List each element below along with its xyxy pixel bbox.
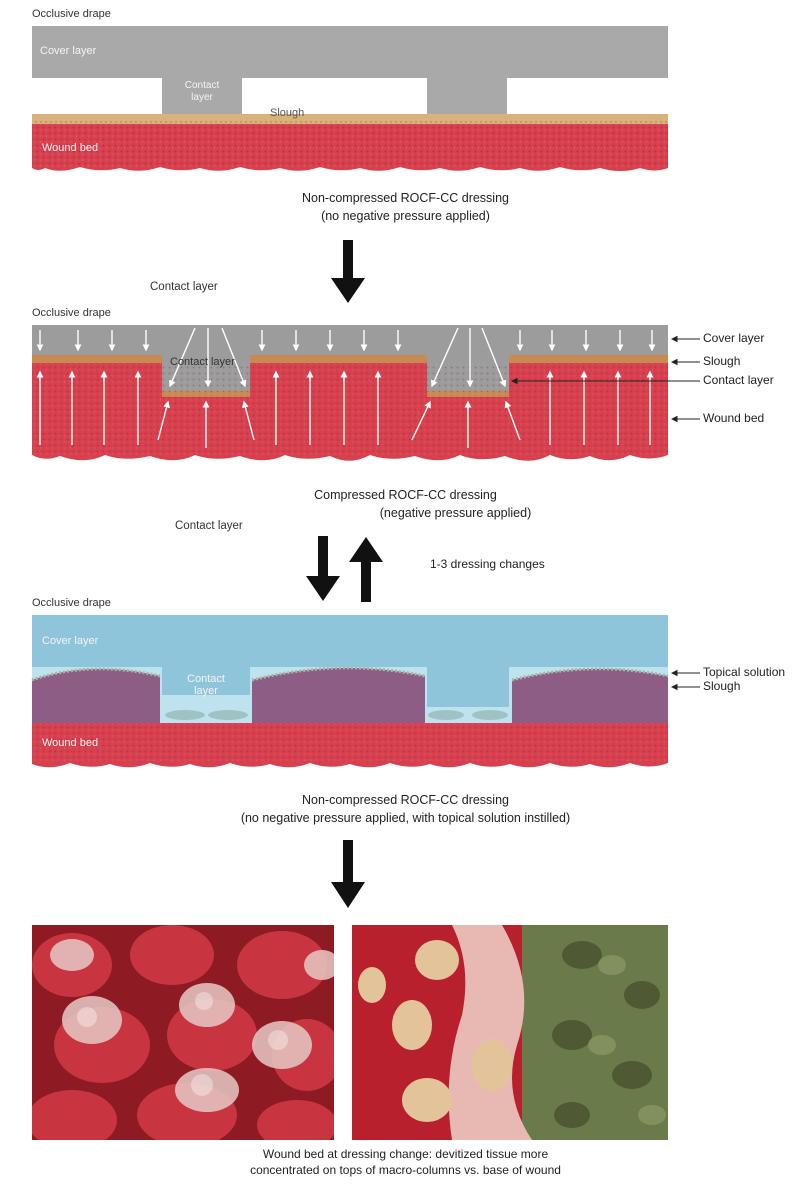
panel1-caption-line1: Non-compressed ROCF-CC dressing <box>0 188 811 208</box>
up-arrow-icon <box>349 537 383 602</box>
down-arrow-icon <box>331 240 365 303</box>
panel2-illustration <box>32 325 700 461</box>
contact-layer-label: Contact layer <box>170 673 242 697</box>
panel1-caption-line2: (no negative pressure applied) <box>0 206 811 226</box>
slough-shape <box>32 669 160 723</box>
wound-bed-label: Wound bed <box>42 142 98 154</box>
contact-layer-label: Contact layer <box>172 80 232 104</box>
wound-photo-right <box>352 925 668 1140</box>
panel3-caption-line1: Non-compressed ROCF-CC dressing <box>0 790 811 810</box>
slough-shape <box>512 669 668 723</box>
contact-layer-label: Contact layer <box>170 356 235 368</box>
side-label-contact-layer: Contact layer <box>703 373 774 387</box>
cover-layer-label: Cover layer <box>40 45 96 57</box>
contact-column-shape <box>427 78 507 114</box>
occlusive-drape-label: Occlusive drape <box>32 307 111 319</box>
dressing-changes-label: 1-3 dressing changes <box>430 557 545 571</box>
cover-layer-shape <box>32 26 668 78</box>
panel3-caption-line2: (no negative pressure applied, with topi… <box>0 808 811 828</box>
side-label-wound-bed: Wound bed <box>703 411 764 425</box>
side-label-cover-layer: Cover layer <box>703 331 764 345</box>
side-label-slough: Slough <box>703 679 740 693</box>
floating-contact-layer-label: Contact layer <box>150 281 218 293</box>
side-label-slough: Slough <box>703 354 740 368</box>
wound-photo-left <box>32 925 334 1140</box>
down-arrow-icon <box>306 536 340 601</box>
cover-layer-shape <box>32 615 668 667</box>
side-label-topical-solution: Topical solution <box>703 665 785 679</box>
cover-layer-label: Cover layer <box>42 635 98 647</box>
floating-contact-layer-label-2: Contact layer <box>175 520 243 532</box>
panel2-caption-line1: Compressed ROCF-CC dressing <box>0 485 811 505</box>
panel3-illustration <box>32 615 700 767</box>
occlusive-drape-label: Occlusive drape <box>32 597 111 609</box>
panel2-caption-line2: (negative pressure applied) <box>50 503 811 523</box>
panel1-illustration <box>32 26 668 171</box>
down-arrow-icon <box>331 840 365 908</box>
photos-caption-line2: concentrated on tops of macro-columns vs… <box>0 1160 811 1180</box>
contact-column-shape <box>427 667 509 707</box>
cover-layer-shape <box>32 325 668 355</box>
slough-shape <box>252 668 425 723</box>
slough-label: Slough <box>270 107 304 119</box>
occlusive-drape-label: Occlusive drape <box>32 8 111 20</box>
wound-bed-label: Wound bed <box>42 737 98 749</box>
